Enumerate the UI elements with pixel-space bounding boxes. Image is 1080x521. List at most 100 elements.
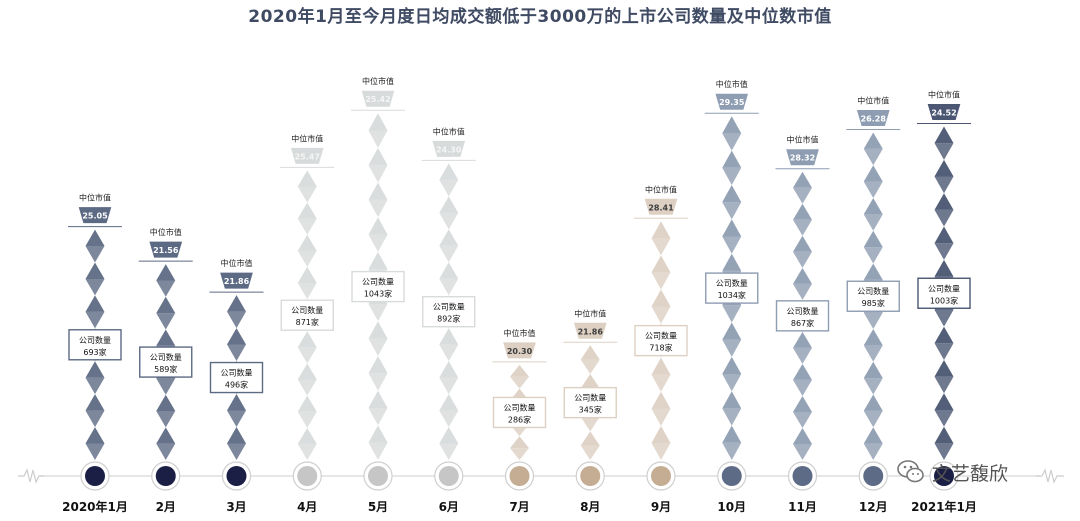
- median-badge: [572, 321, 608, 340]
- bar-segment-top: [651, 221, 671, 239]
- count-label-box: [68, 329, 122, 361]
- bar-segment-top: [863, 427, 883, 444]
- bar-segment-bottom: [651, 408, 671, 426]
- median-title-label: 中位市值: [857, 95, 889, 105]
- bar-segment-top: [580, 431, 600, 446]
- bar-segment-bottom: [439, 245, 459, 263]
- bar-segment-bottom: [368, 338, 388, 356]
- bar-segment-top: [156, 394, 176, 412]
- bar-segment-bottom: [863, 181, 883, 198]
- bar-segment-top: [793, 331, 812, 348]
- month-label: 4月: [297, 500, 317, 514]
- bar-segment-top: [368, 147, 388, 166]
- bar-4: [297, 170, 317, 460]
- bar-9: [651, 221, 671, 460]
- bar-segment-top: [368, 390, 388, 408]
- bar-segment-top: [510, 364, 529, 377]
- bar-segment-top: [297, 234, 317, 251]
- timeline-left-ornament: [18, 468, 44, 484]
- median-badge: [714, 92, 750, 111]
- bar-segment-top: [722, 150, 742, 168]
- median-title-label: 中位市值: [221, 258, 253, 268]
- bar-segment-bottom: [863, 214, 883, 231]
- timeline-circle-inner: [155, 466, 176, 486]
- bar-segment-top: [722, 356, 742, 375]
- bar-segment-top: [863, 361, 883, 379]
- bar-segment-top: [722, 253, 742, 271]
- bar-segment-top: [439, 427, 459, 444]
- bar-segment-top: [439, 262, 459, 279]
- timeline-circle-inner: [721, 466, 742, 486]
- bar-segment-top: [863, 394, 883, 411]
- bar-segment-top: [368, 182, 388, 200]
- bar-segment-top: [227, 295, 246, 312]
- median-value-label: 25.05: [82, 212, 108, 221]
- bar-segment-top: [722, 184, 742, 203]
- bar-segment-bottom: [368, 373, 388, 391]
- bar-segment-top: [934, 226, 954, 244]
- count-label-value: 286家: [508, 414, 531, 424]
- bar-segment-bottom: [934, 243, 954, 260]
- bar-segment-top: [85, 361, 105, 378]
- bar-segment-top: [368, 355, 388, 374]
- bar-segment-bottom: [651, 272, 671, 290]
- median-badge: [643, 197, 679, 216]
- bar-segment-top: [934, 426, 954, 444]
- timeline-circle-inner: [580, 466, 601, 486]
- bar-segment-top: [934, 193, 954, 210]
- median-badge: [501, 341, 538, 360]
- bar-segment-bottom: [793, 443, 812, 460]
- bar-segment-bottom: [793, 379, 812, 396]
- count-label-box: [563, 386, 617, 419]
- bar-segment-bottom: [722, 167, 742, 185]
- bar-segment-top: [793, 171, 812, 188]
- bar-segment-bottom: [156, 411, 176, 428]
- bar-segment-top: [439, 229, 459, 246]
- chart-title: 2020年1月至今月度日均成交额低于3000万的上市公司数量及中位数市值: [248, 7, 832, 27]
- bar-segment-bottom: [580, 445, 600, 460]
- month-label: 2020年1月: [62, 499, 128, 514]
- bar-segment-bottom: [580, 359, 600, 374]
- bar-segment-bottom: [297, 443, 317, 460]
- watermark: 文艺馥欣: [896, 456, 1008, 488]
- bar-segment-top: [722, 425, 742, 443]
- count-label-title: 公司数量: [362, 277, 394, 287]
- count-label-value: 1003家: [930, 295, 958, 305]
- count-label-box: [846, 280, 900, 312]
- bar-segment-bottom: [651, 442, 671, 460]
- bar-segment-bottom: [793, 219, 812, 236]
- bar-segment-bottom: [439, 212, 459, 230]
- bar-segment-bottom: [297, 379, 317, 396]
- median-title-label: 中位市值: [645, 184, 677, 194]
- median-badge: [431, 139, 467, 158]
- bar-segment-top: [368, 113, 388, 131]
- median-title-label: 中位市值: [504, 328, 536, 338]
- bar-segment-top: [156, 264, 176, 281]
- bar-segment-top: [227, 427, 246, 444]
- bar-segment-bottom: [439, 377, 459, 395]
- count-label-box: [775, 300, 830, 332]
- bar-segment-top: [863, 197, 883, 215]
- bar-segment-bottom: [85, 410, 105, 428]
- bar-6: [439, 163, 459, 460]
- count-label-value: 871家: [296, 317, 319, 327]
- count-label-title: 公司数量: [504, 402, 536, 412]
- bar-segment-top: [863, 263, 883, 280]
- median-value-label: 21.56: [153, 246, 179, 255]
- bar-segment-bottom: [863, 443, 883, 460]
- bar-segment-top: [297, 427, 317, 444]
- bar-segment-top: [722, 322, 742, 340]
- bar-segment-top: [368, 251, 388, 270]
- bar-segment-bottom: [368, 130, 388, 148]
- watermark-text: 文艺馥欣: [932, 462, 1009, 485]
- bar-segment-bottom: [156, 280, 176, 297]
- median-value-label: 21.86: [578, 327, 604, 336]
- bar-segment-top: [439, 163, 459, 180]
- median-value-label: 24.52: [931, 109, 956, 118]
- count-label-title: 公司数量: [291, 305, 323, 315]
- count-label-box: [705, 272, 759, 304]
- median-badge: [360, 89, 396, 108]
- bar-segment-top: [793, 203, 812, 220]
- bar-segment-top: [85, 427, 105, 444]
